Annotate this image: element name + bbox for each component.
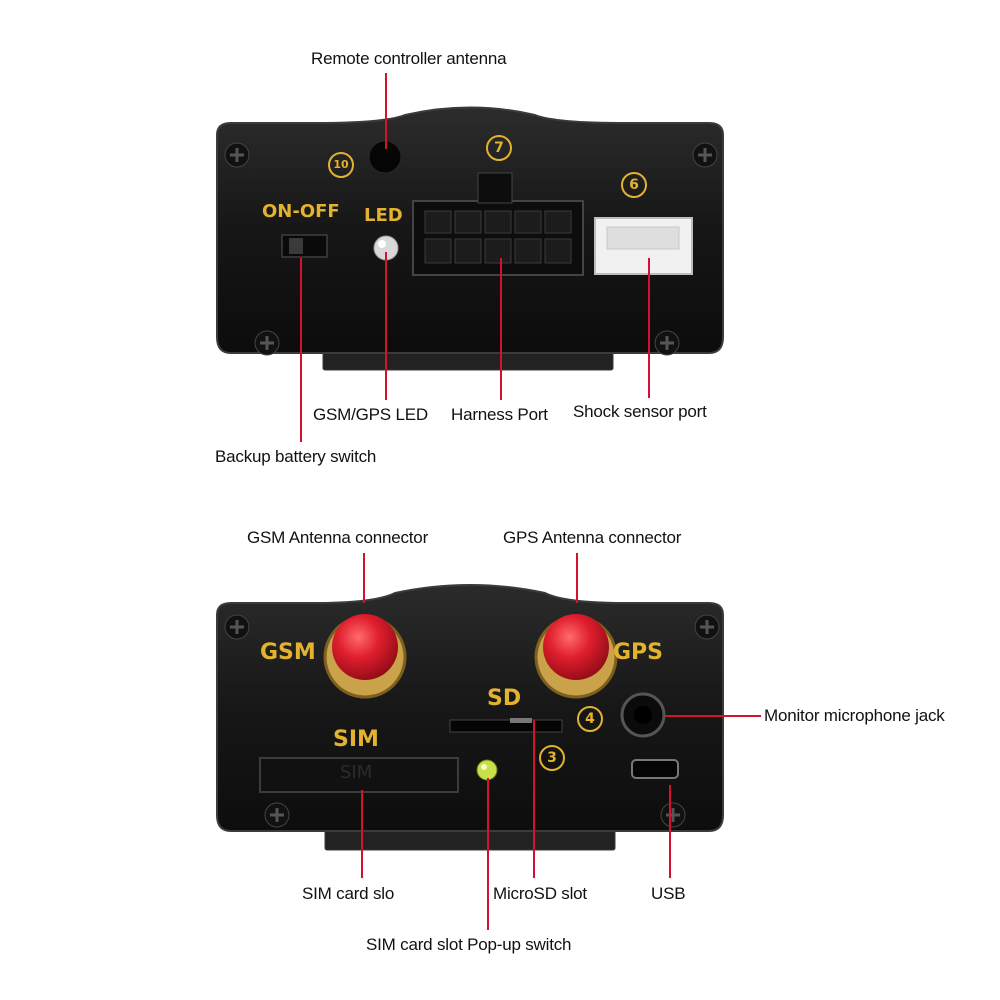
leader-line xyxy=(385,73,387,149)
screw-icon xyxy=(692,142,718,168)
sd-label: SD xyxy=(487,686,522,711)
led-label: LED xyxy=(364,205,403,226)
callout-usb: USB xyxy=(651,884,686,903)
callout-sim-popup-switch: SIM card slot Pop-up switch xyxy=(366,935,572,954)
screw-icon xyxy=(660,802,686,828)
gsm-label: GSM xyxy=(260,640,316,665)
callout-shock-sensor-port: Shock sensor port xyxy=(573,402,707,421)
screw-icon xyxy=(264,802,290,828)
leader-line xyxy=(669,785,671,878)
gps-antenna-connector[interactable] xyxy=(534,614,618,699)
sim-label: SIM xyxy=(333,727,379,752)
microsd-slot[interactable] xyxy=(449,719,563,733)
screw-icon xyxy=(694,614,720,640)
leader-line xyxy=(665,715,761,717)
callout-microsd-slot: MicroSD slot xyxy=(493,884,587,903)
callout-harness-port: Harness Port xyxy=(451,405,548,424)
leader-line xyxy=(300,258,302,442)
sim-popup-switch[interactable] xyxy=(476,759,498,781)
callout-backup-battery-switch: Backup battery switch xyxy=(215,447,377,466)
screw-icon xyxy=(654,330,680,356)
sim-slot-text: SIM xyxy=(340,762,373,783)
screw-icon xyxy=(224,614,250,640)
callout-monitor-mic-jack: Monitor microphone jack xyxy=(764,706,945,725)
on-off-label: ON-OFF xyxy=(262,201,340,222)
screw-icon xyxy=(254,330,280,356)
number-badge-10: 10 xyxy=(328,152,354,178)
leader-line xyxy=(385,252,387,400)
leader-line xyxy=(500,258,502,400)
sim-card-slot[interactable] xyxy=(259,757,459,793)
usb-port[interactable] xyxy=(631,759,679,779)
callout-gsm-gps-led: GSM/GPS LED xyxy=(313,405,428,424)
gsm-antenna-connector[interactable] xyxy=(323,614,407,699)
leader-line xyxy=(363,553,365,603)
callout-gsm-antenna: GSM Antenna connector xyxy=(247,528,429,547)
number-badge-3: 3 xyxy=(539,745,565,771)
callout-gps-antenna: GPS Antenna connector xyxy=(503,528,682,547)
callout-sim-card-slot: SIM card slo xyxy=(302,884,395,903)
number-badge-7: 7 xyxy=(486,135,512,161)
number-badge-6: 6 xyxy=(621,172,647,198)
leader-line xyxy=(576,553,578,603)
leader-line xyxy=(648,258,650,398)
leader-line xyxy=(533,720,535,878)
leader-line xyxy=(487,778,489,930)
top-device-body xyxy=(216,106,724,371)
leader-line xyxy=(361,790,363,878)
screw-icon xyxy=(224,142,250,168)
callout-remote-antenna: Remote controller antenna xyxy=(311,49,507,68)
bottom-device-body xyxy=(216,584,724,851)
number-badge-4: 4 xyxy=(577,706,603,732)
backup-battery-switch[interactable] xyxy=(281,234,328,258)
gps-label: GPS xyxy=(613,640,664,665)
